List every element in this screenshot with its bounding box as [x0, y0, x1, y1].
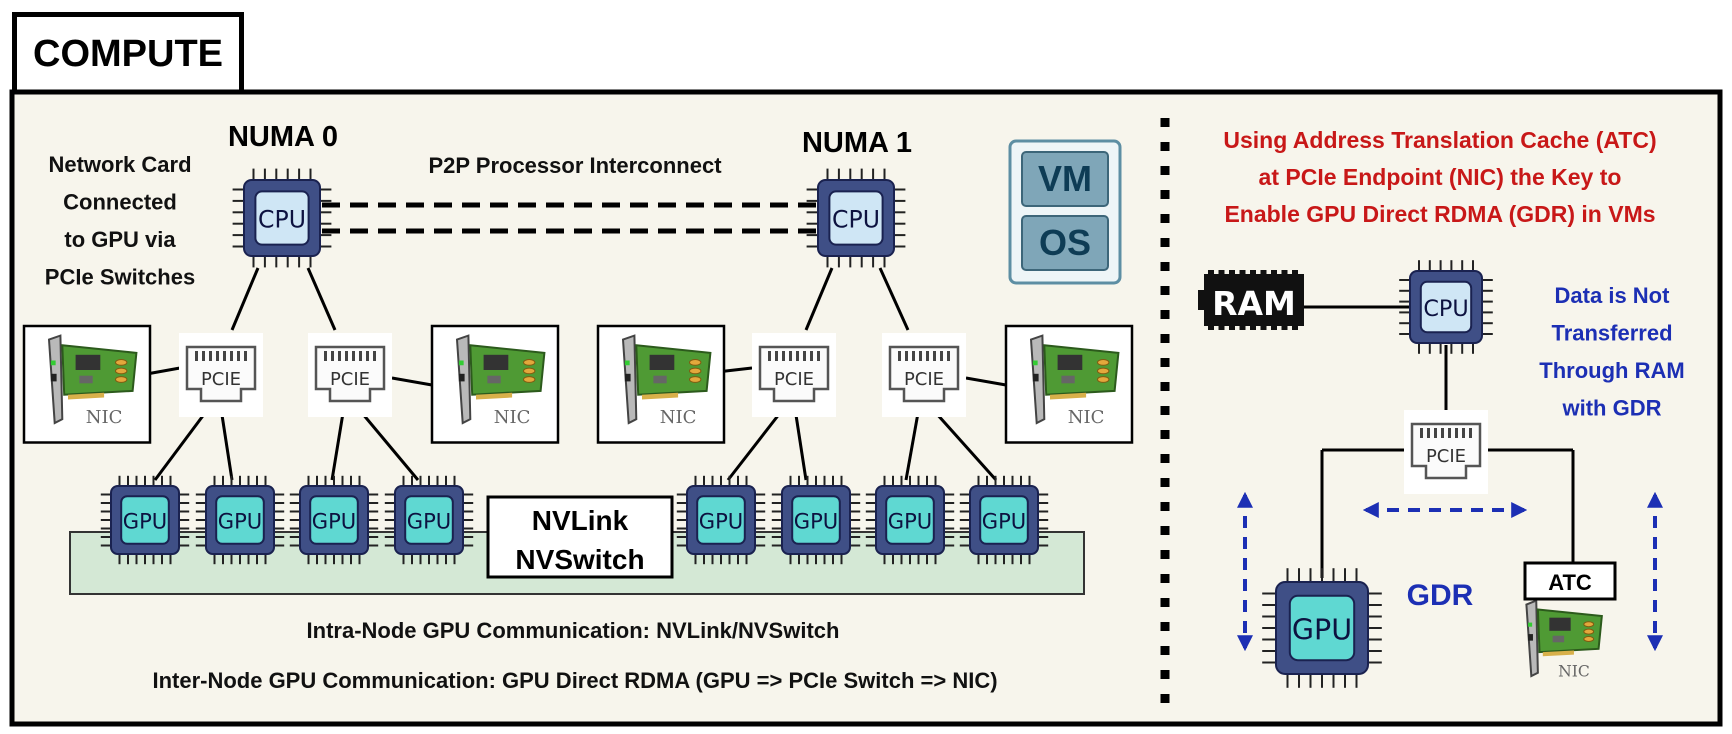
pcie-switch-gdr: PCIE	[1404, 410, 1488, 494]
pcie-label: PCIE	[774, 369, 814, 390]
nic-label: NIC	[1558, 663, 1590, 681]
gpu-chip-label: GPU	[312, 509, 356, 534]
network-card-note-line: Connected	[63, 190, 177, 215]
atc-box	[1523, 561, 1617, 601]
gdr-data-note-line: Transferred	[1551, 321, 1672, 346]
gpu-chip-label: GPU	[794, 509, 838, 534]
gpu-2: GPU	[289, 475, 379, 565]
cpu-gdr: CPU	[1399, 260, 1493, 354]
pcie-gpu-link	[220, 414, 234, 481]
gpu-chip-label: GPU	[888, 509, 932, 534]
gpu-0: GPU	[100, 475, 190, 565]
vm-tile	[1021, 151, 1109, 207]
ram-label: RAM	[1212, 284, 1296, 323]
gdr-label: GDR	[1407, 579, 1474, 612]
pcie-switch-1: PCIE	[308, 333, 392, 417]
gpu-chip-label: GPU	[982, 509, 1026, 534]
pcie-nic-link	[391, 376, 433, 387]
gpu-chip-label: GPU	[123, 509, 167, 534]
pcie-gpu-link	[153, 412, 207, 481]
pcie-switch-0: PCIE	[179, 333, 263, 417]
gdr-title-line: at PCIe Endpoint (NIC) the Key to	[1259, 164, 1622, 190]
gpu-5: GPU	[771, 475, 861, 565]
nic-label: NIC	[86, 407, 123, 428]
os-tile	[1021, 215, 1109, 271]
page-title: COMPUTE	[33, 33, 223, 75]
cpu-pcie-link	[230, 267, 260, 331]
nic-label: NIC	[1068, 407, 1105, 428]
pcie-switch-2: PCIE	[752, 333, 836, 417]
gdr-data-note-line: Data is Not	[1555, 283, 1671, 308]
gpu-chip-label: GPU	[407, 509, 451, 534]
gpu-7: GPU	[959, 475, 1049, 565]
os-label: OS	[1039, 222, 1091, 263]
cpu-numa1: CPU	[806, 168, 906, 268]
pcie-label: PCIE	[330, 369, 370, 390]
pcie-gpu-link	[726, 412, 782, 481]
connection-lines	[140, 202, 1575, 578]
pcie-gpu-link	[330, 412, 345, 481]
nvlink-label-box	[486, 495, 674, 579]
gpu-1: GPU	[195, 475, 285, 565]
numa1-label: NUMA 1	[802, 127, 912, 159]
diagram-components: CPU CPU PCIE PCIE PCIE PCIE GPU GPU GPU GPU GPU GPU…	[22, 139, 1663, 688]
gdr-data-note-line: with GDR	[1562, 396, 1662, 421]
gdr-title-line: Enable GPU Direct RDMA (GDR) in VMs	[1224, 201, 1655, 227]
nic-card-0: NIC	[22, 324, 152, 444]
ram-icon: RAM	[1198, 270, 1304, 330]
gpu-chip-label: GPU	[218, 509, 262, 534]
gpu-3: GPU	[384, 475, 474, 565]
gdr-data-note-line: Through RAM	[1539, 358, 1684, 383]
nic-card-2: NIC	[596, 324, 726, 444]
cpu-chip-label: CPU	[832, 206, 880, 234]
page-title-tab: COMPUTE	[12, 12, 244, 92]
gdr-title-line: Using Address Translation Cache (ATC)	[1223, 127, 1656, 153]
inter-node-caption: Inter-Node GPU Communication: GPU Direct…	[152, 668, 997, 693]
pcie-label: PCIE	[904, 369, 944, 390]
network-card-note-line: Network Card	[48, 152, 191, 177]
nic-card-3: NIC	[1004, 324, 1134, 444]
gpu-6: GPU	[865, 475, 955, 565]
intra-node-caption: Intra-Node GPU Communication: NVLink/NVS…	[307, 618, 840, 643]
pcie-gpu-link	[794, 414, 808, 481]
gpu-gdr: GPU	[1262, 568, 1382, 688]
cpu-pcie-link	[804, 267, 834, 331]
pcie-gpu-link	[934, 411, 998, 482]
cpu-chip-label: CPU	[258, 206, 306, 234]
cpu-chip-label: CPU	[1423, 296, 1468, 322]
network-card-note-line: PCIe Switches	[45, 265, 195, 290]
gpu-chip-label: GPU	[699, 509, 743, 534]
cpu-numa0: CPU	[232, 168, 332, 268]
nic-card-1: NIC	[430, 324, 560, 444]
network-card-note-line: to GPU via	[64, 227, 176, 252]
nvlink-label: NVLink	[532, 505, 629, 536]
pcie-label: PCIE	[201, 369, 241, 390]
vm-label: VM	[1038, 158, 1092, 199]
gpu-4: GPU	[676, 475, 766, 565]
gpu-chip-label: GPU	[1292, 614, 1352, 647]
cpu-pcie-link	[306, 267, 337, 331]
nic-card-gdr: NIC	[1525, 599, 1603, 681]
nic-label: NIC	[660, 407, 697, 428]
nic-label: NIC	[494, 407, 531, 428]
atc-label: ATC	[1548, 570, 1592, 595]
pcie-gpu-link	[360, 412, 420, 481]
pcie-switch-3: PCIE	[882, 333, 966, 417]
cpu-pcie-link	[878, 267, 910, 331]
pcie-gpu-link	[904, 412, 920, 481]
numa0-label: NUMA 0	[228, 121, 338, 153]
nvswitch-label: NVSwitch	[515, 544, 644, 575]
pcie-label: PCIE	[1426, 446, 1466, 467]
pcie-nic-link	[965, 376, 1007, 387]
interconnect-label: P2P Processor Interconnect	[428, 153, 722, 178]
